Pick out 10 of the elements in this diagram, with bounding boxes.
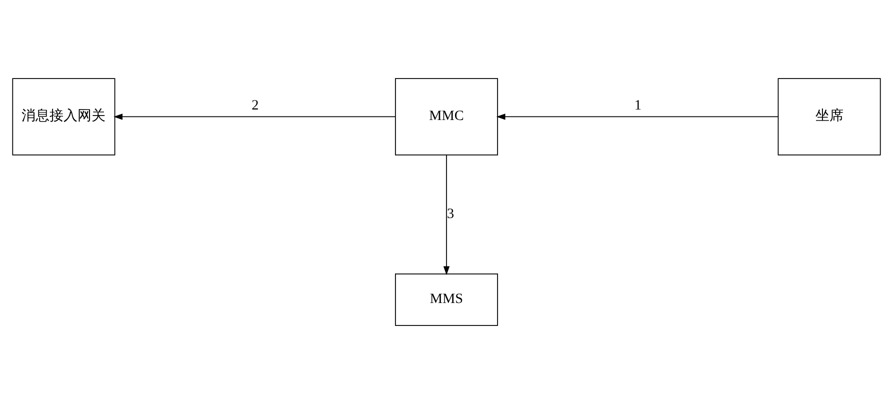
arrow (496, 114, 778, 120)
edge-label: 3 (446, 206, 454, 222)
node-box: 坐席 (778, 78, 881, 156)
node-box: 消息接入网关 (12, 78, 116, 156)
arrow (443, 154, 450, 276)
edge-label: 2 (252, 97, 259, 114)
node-box: MMC (395, 78, 498, 156)
arrow (114, 114, 396, 120)
node-box: MMS (395, 274, 498, 326)
edge-label: 1 (634, 97, 642, 114)
